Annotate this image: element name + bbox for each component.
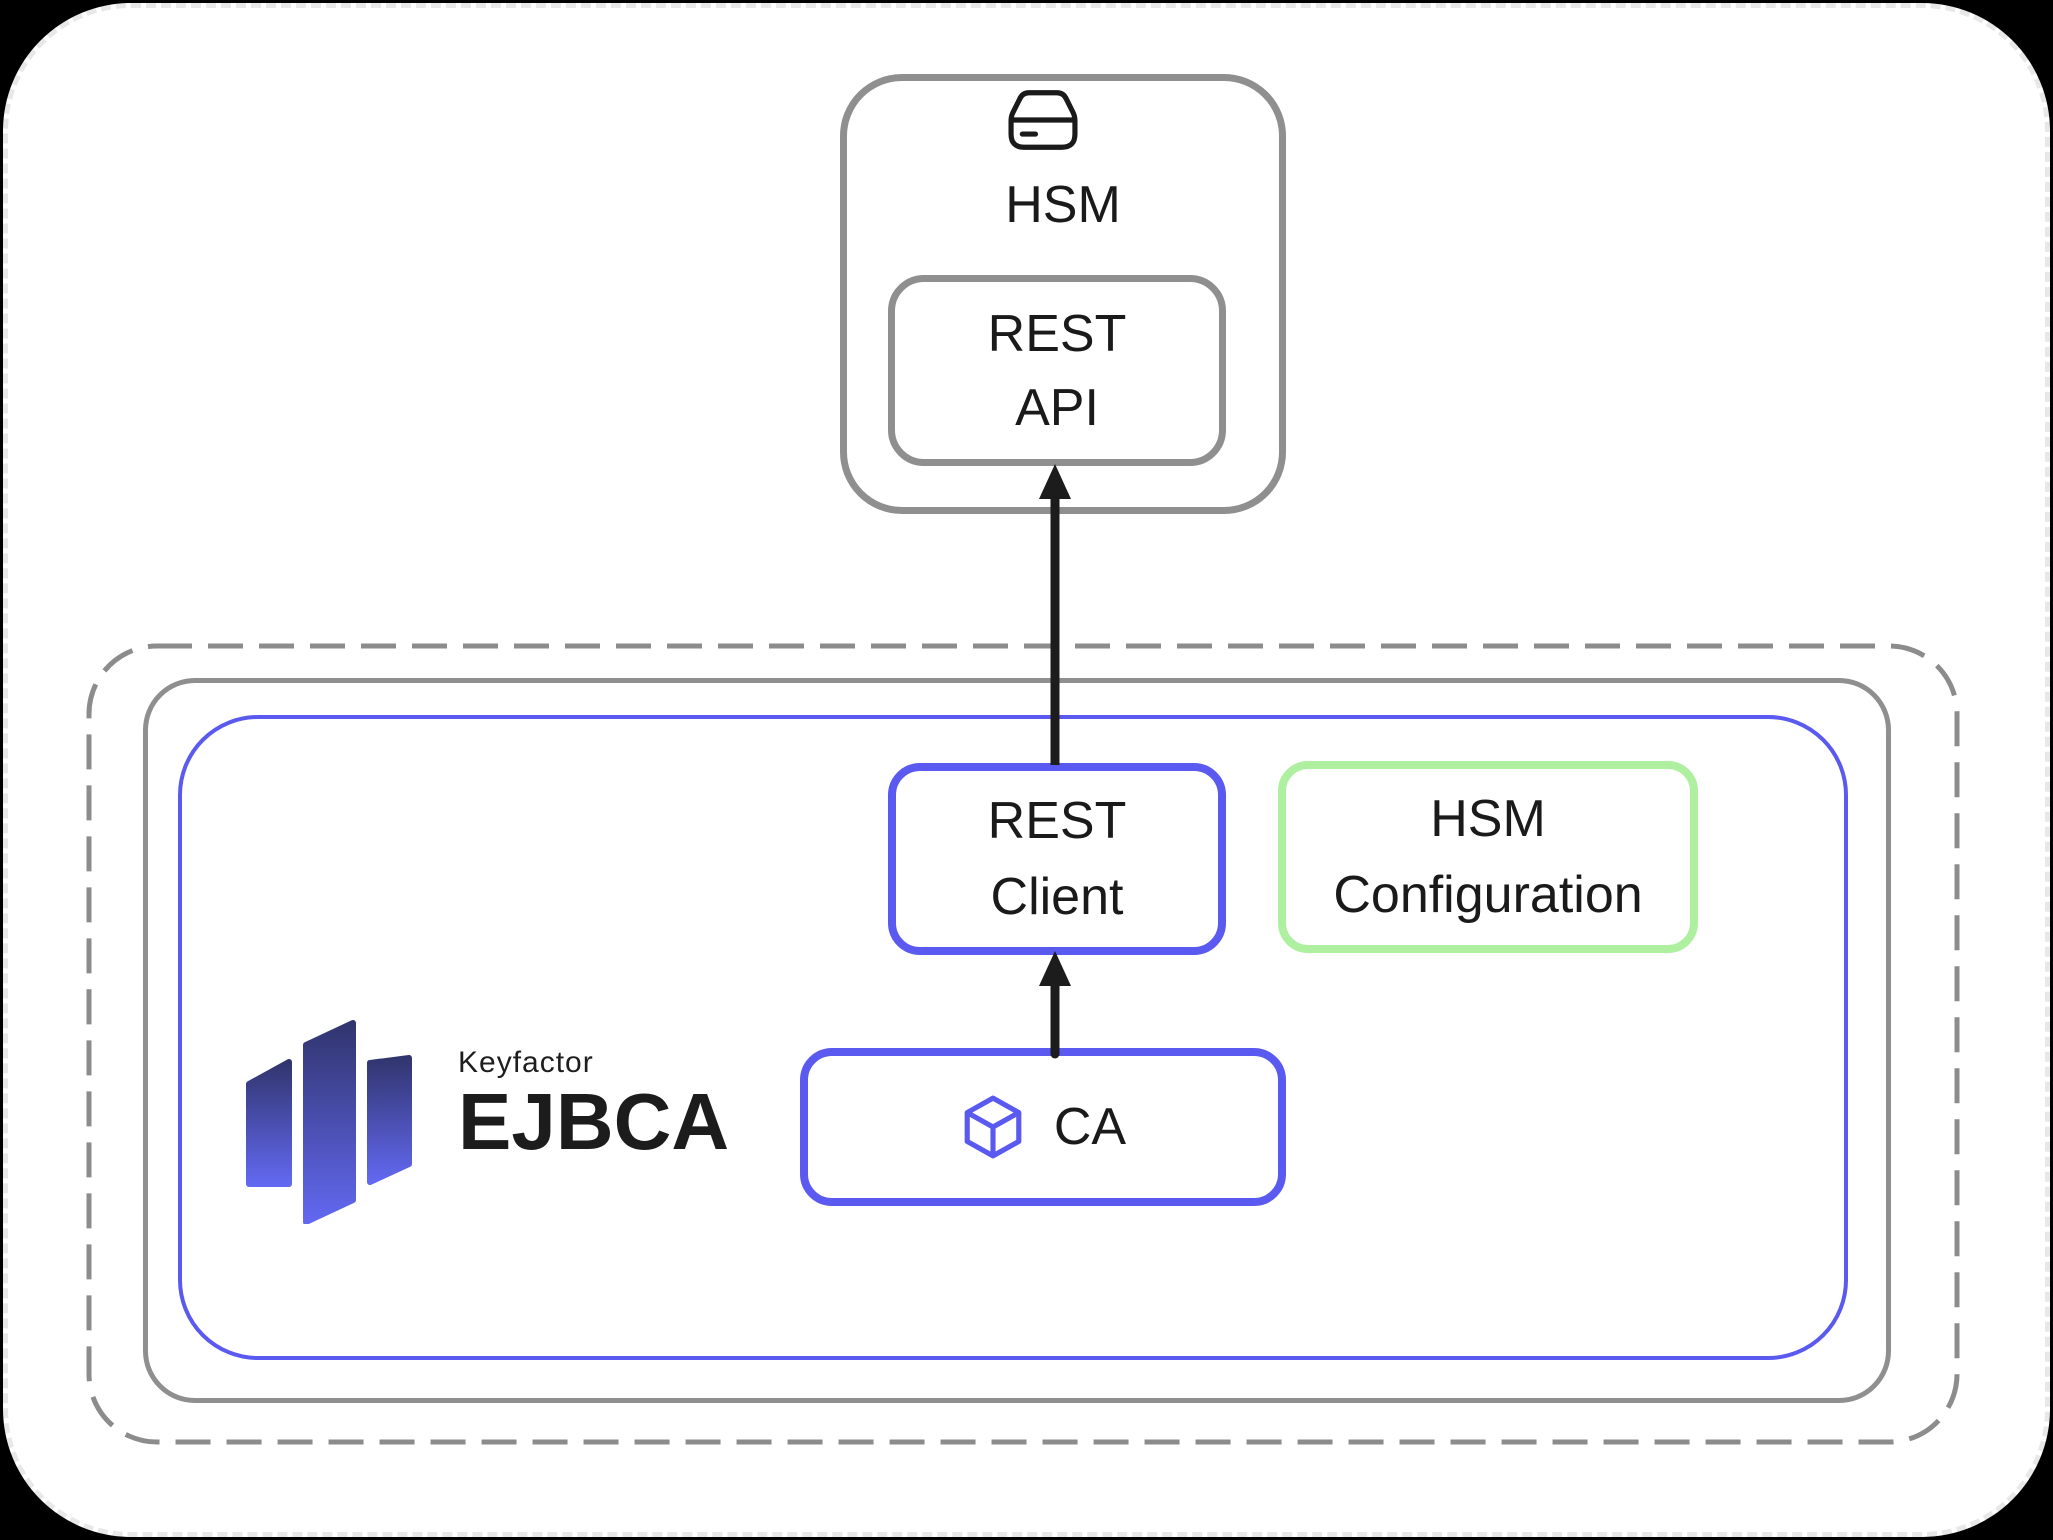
hsm-config-label-line1: HSM <box>1430 790 1546 848</box>
rest-client-label-line1: REST <box>987 792 1127 850</box>
rest-api-label-line1: REST <box>987 304 1127 363</box>
deployment-boundary: REST Client HSM Configuration CA <box>86 643 1960 1445</box>
keyfactor-logo-mark-icon <box>246 1020 412 1224</box>
hsm-drive-icon <box>1008 90 1078 150</box>
rest-api-label-line2: API <box>1015 378 1099 437</box>
diagram-canvas: HSM REST API REST Client HSM Co <box>3 3 2050 1537</box>
hsm-label: HSM <box>1005 176 1121 234</box>
rest-client-label-line2: Client <box>990 868 1124 926</box>
cube-icon <box>964 1095 1022 1159</box>
rest-api-box: REST API <box>888 275 1226 466</box>
ejbca-container: REST Client HSM Configuration CA <box>178 715 1848 1360</box>
server-container: REST Client HSM Configuration CA <box>143 678 1891 1403</box>
logo-text: Keyfactor EJBCA <box>458 1045 729 1163</box>
dashed-border <box>86 643 1960 1445</box>
ca-box: CA <box>800 1048 1286 1206</box>
rest-client-box: REST Client <box>888 763 1226 955</box>
ca-label: CA <box>1053 1098 1127 1156</box>
keyfactor-ejbca-logo: Keyfactor EJBCA <box>246 1017 776 1231</box>
hsm-box: HSM REST API <box>840 74 1286 514</box>
hsm-configuration-box: HSM Configuration <box>1278 761 1698 953</box>
logo-product-name: EJBCA <box>458 1077 730 1166</box>
hsm-config-label-line2: Configuration <box>1333 866 1643 924</box>
logo-company-name: Keyfactor <box>458 1046 594 1079</box>
